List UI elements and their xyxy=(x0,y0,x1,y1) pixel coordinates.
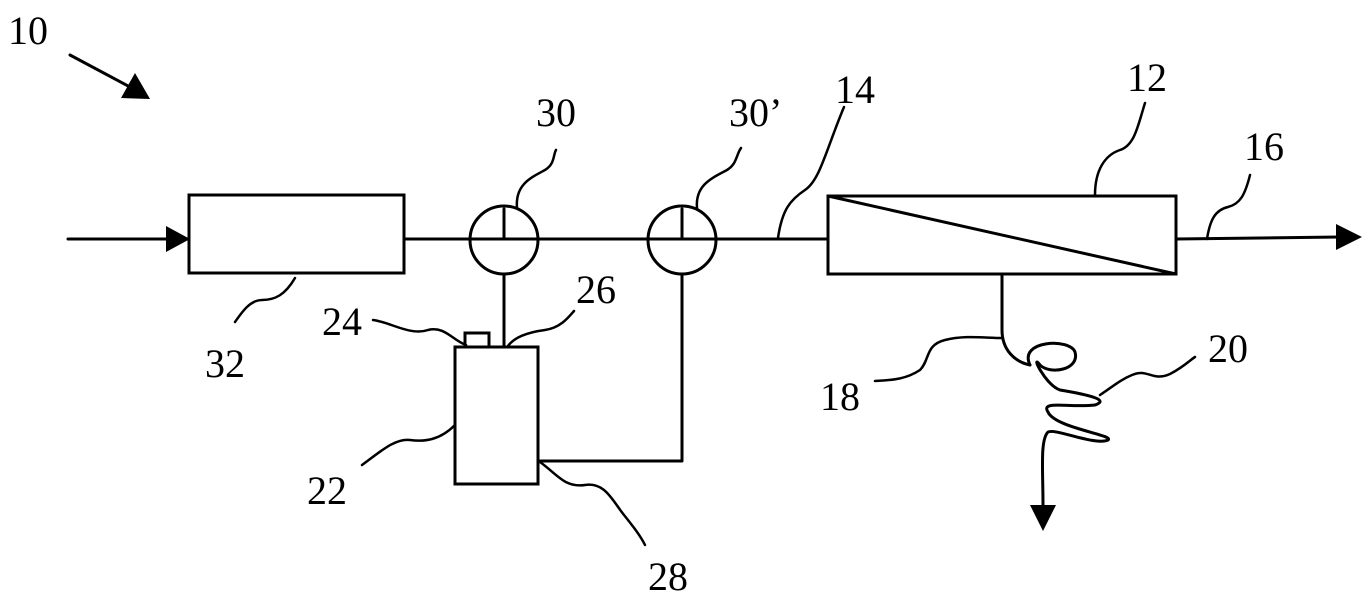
system-pointer-arrow xyxy=(68,53,150,99)
valve-30-prime xyxy=(646,204,718,276)
label-30: 30 xyxy=(536,90,576,135)
label-22: 22 xyxy=(307,468,347,513)
leader-12 xyxy=(1093,101,1147,197)
outlet-arrow xyxy=(1174,224,1362,250)
pretreatment-unit xyxy=(187,193,406,275)
label-32: 32 xyxy=(205,341,245,386)
leader-16 xyxy=(1205,173,1252,241)
leader-22 xyxy=(360,423,457,467)
leader-32 xyxy=(233,276,297,324)
return-line xyxy=(536,272,684,463)
label-20: 20 xyxy=(1208,326,1248,371)
label-14: 14 xyxy=(835,67,875,112)
leader-14 xyxy=(776,105,846,240)
label-12: 12 xyxy=(1127,55,1167,100)
leader-20 xyxy=(1098,355,1197,397)
label-26: 26 xyxy=(576,267,616,312)
leader-30-prime xyxy=(695,146,743,210)
reservoir-cap xyxy=(463,331,491,349)
label-24: 24 xyxy=(322,299,362,344)
concentrate-line xyxy=(1000,272,1110,531)
label-system: 10 xyxy=(8,8,48,53)
leader-18 xyxy=(873,335,1004,383)
leader-30 xyxy=(515,148,558,210)
valve-30 xyxy=(468,204,540,276)
label-30-prime: 30’ xyxy=(729,90,782,135)
leader-24 xyxy=(371,318,468,347)
leader-28 xyxy=(538,460,647,547)
membrane-module xyxy=(826,194,1178,276)
label-28: 28 xyxy=(648,554,688,599)
reservoir xyxy=(453,345,540,486)
leader-26 xyxy=(506,309,576,348)
inlet-arrow xyxy=(66,226,190,252)
label-18: 18 xyxy=(820,374,860,419)
label-16: 16 xyxy=(1244,124,1284,169)
